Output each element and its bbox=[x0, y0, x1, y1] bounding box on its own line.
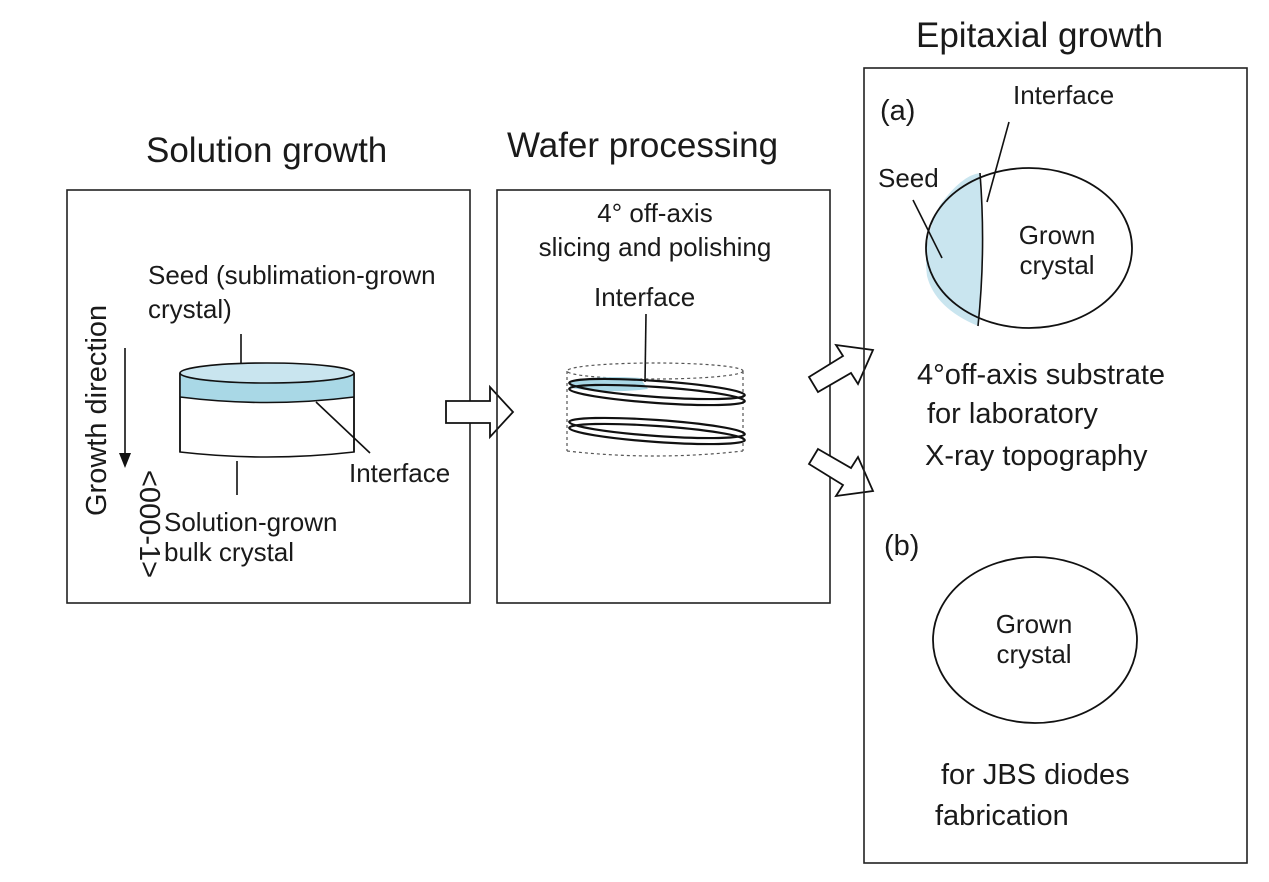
process-arrow-2a bbox=[807, 343, 875, 394]
wafer-1-bottom bbox=[568, 383, 746, 407]
wafer-1-top bbox=[568, 377, 746, 401]
cut-label-line1: 4° off-axis bbox=[597, 198, 712, 228]
marker-b: (b) bbox=[884, 530, 919, 562]
wafer-slice-2 bbox=[568, 416, 746, 446]
heading-epitaxial-growth: Epitaxial growth bbox=[916, 16, 1163, 55]
direction-index-label: <000-1> bbox=[133, 470, 165, 578]
process-arrow-2b bbox=[807, 447, 875, 498]
substrate-a-interface-line bbox=[977, 172, 984, 327]
epitaxial-growth-panel: (a) Interface Seed Grown crystal 4°off-a… bbox=[863, 67, 1248, 864]
wafer-slice-with-seed bbox=[568, 377, 746, 407]
marker-a: (a) bbox=[880, 95, 915, 127]
caption-b-line2: fabrication bbox=[935, 800, 1069, 832]
substrate-a-outline bbox=[925, 167, 1133, 329]
bulk-label-line1: Solution-grown bbox=[164, 507, 337, 537]
wafer-processing-panel: 4° off-axis slicing and polishing Interf… bbox=[496, 189, 831, 604]
interface-label-wafer: Interface bbox=[594, 282, 695, 312]
substrate-a-grown-line2: crystal bbox=[1019, 250, 1094, 280]
dashed-bottom-curve bbox=[566, 450, 744, 457]
wafer-interface-leader bbox=[644, 313, 647, 383]
epitaxial-panel-frame bbox=[863, 67, 1248, 864]
bulk-crystal-cylinder bbox=[179, 362, 355, 458]
dashed-top-ellipse bbox=[566, 362, 744, 380]
interface-leader-line bbox=[315, 401, 371, 454]
interface-curve bbox=[179, 396, 355, 404]
seed-label-epi: Seed bbox=[878, 163, 939, 193]
substrate-a bbox=[925, 167, 1133, 329]
solution-panel-frame bbox=[66, 189, 471, 604]
solution-growth-panel: Seed (sublimation-grown crystal) Growth … bbox=[66, 189, 471, 604]
process-arrow-1 bbox=[445, 384, 515, 440]
growth-direction-arrow-head bbox=[119, 453, 131, 468]
cut-label-line2: slicing and polishing bbox=[539, 232, 772, 262]
substrate-b-grown-line2: crystal bbox=[996, 639, 1071, 669]
epi-interface-leader bbox=[986, 121, 1010, 203]
seed-label-line1: Seed (sublimation-grown bbox=[148, 260, 436, 290]
caption-b-line1: for JBS diodes bbox=[941, 759, 1130, 791]
caption-a-line3: X-ray topography bbox=[925, 440, 1148, 472]
substrate-b-outline bbox=[932, 556, 1138, 724]
seed-label-line2: crystal) bbox=[148, 294, 232, 324]
interface-label-epi: Interface bbox=[1013, 80, 1114, 110]
epi-seed-leader bbox=[912, 199, 943, 259]
wafer-panel-frame bbox=[496, 189, 831, 604]
caption-a-line1: 4°off-axis substrate bbox=[917, 359, 1165, 391]
growth-direction-label: Growth direction bbox=[81, 305, 113, 516]
seed-top-face bbox=[179, 362, 355, 384]
interface-label-solution: Interface bbox=[349, 458, 450, 488]
heading-solution-growth: Solution growth bbox=[146, 131, 387, 170]
caption-a-line2: for laboratory bbox=[927, 398, 1098, 430]
bulk-label-line2: bulk crystal bbox=[164, 537, 294, 567]
substrate-b-grown-line1: Grown bbox=[996, 609, 1073, 639]
heading-wafer-processing: Wafer processing bbox=[507, 126, 778, 165]
wafer-2-top bbox=[568, 416, 746, 440]
substrate-a-grown-line1: Grown bbox=[1019, 220, 1096, 250]
wafer-2-bottom bbox=[568, 422, 746, 446]
